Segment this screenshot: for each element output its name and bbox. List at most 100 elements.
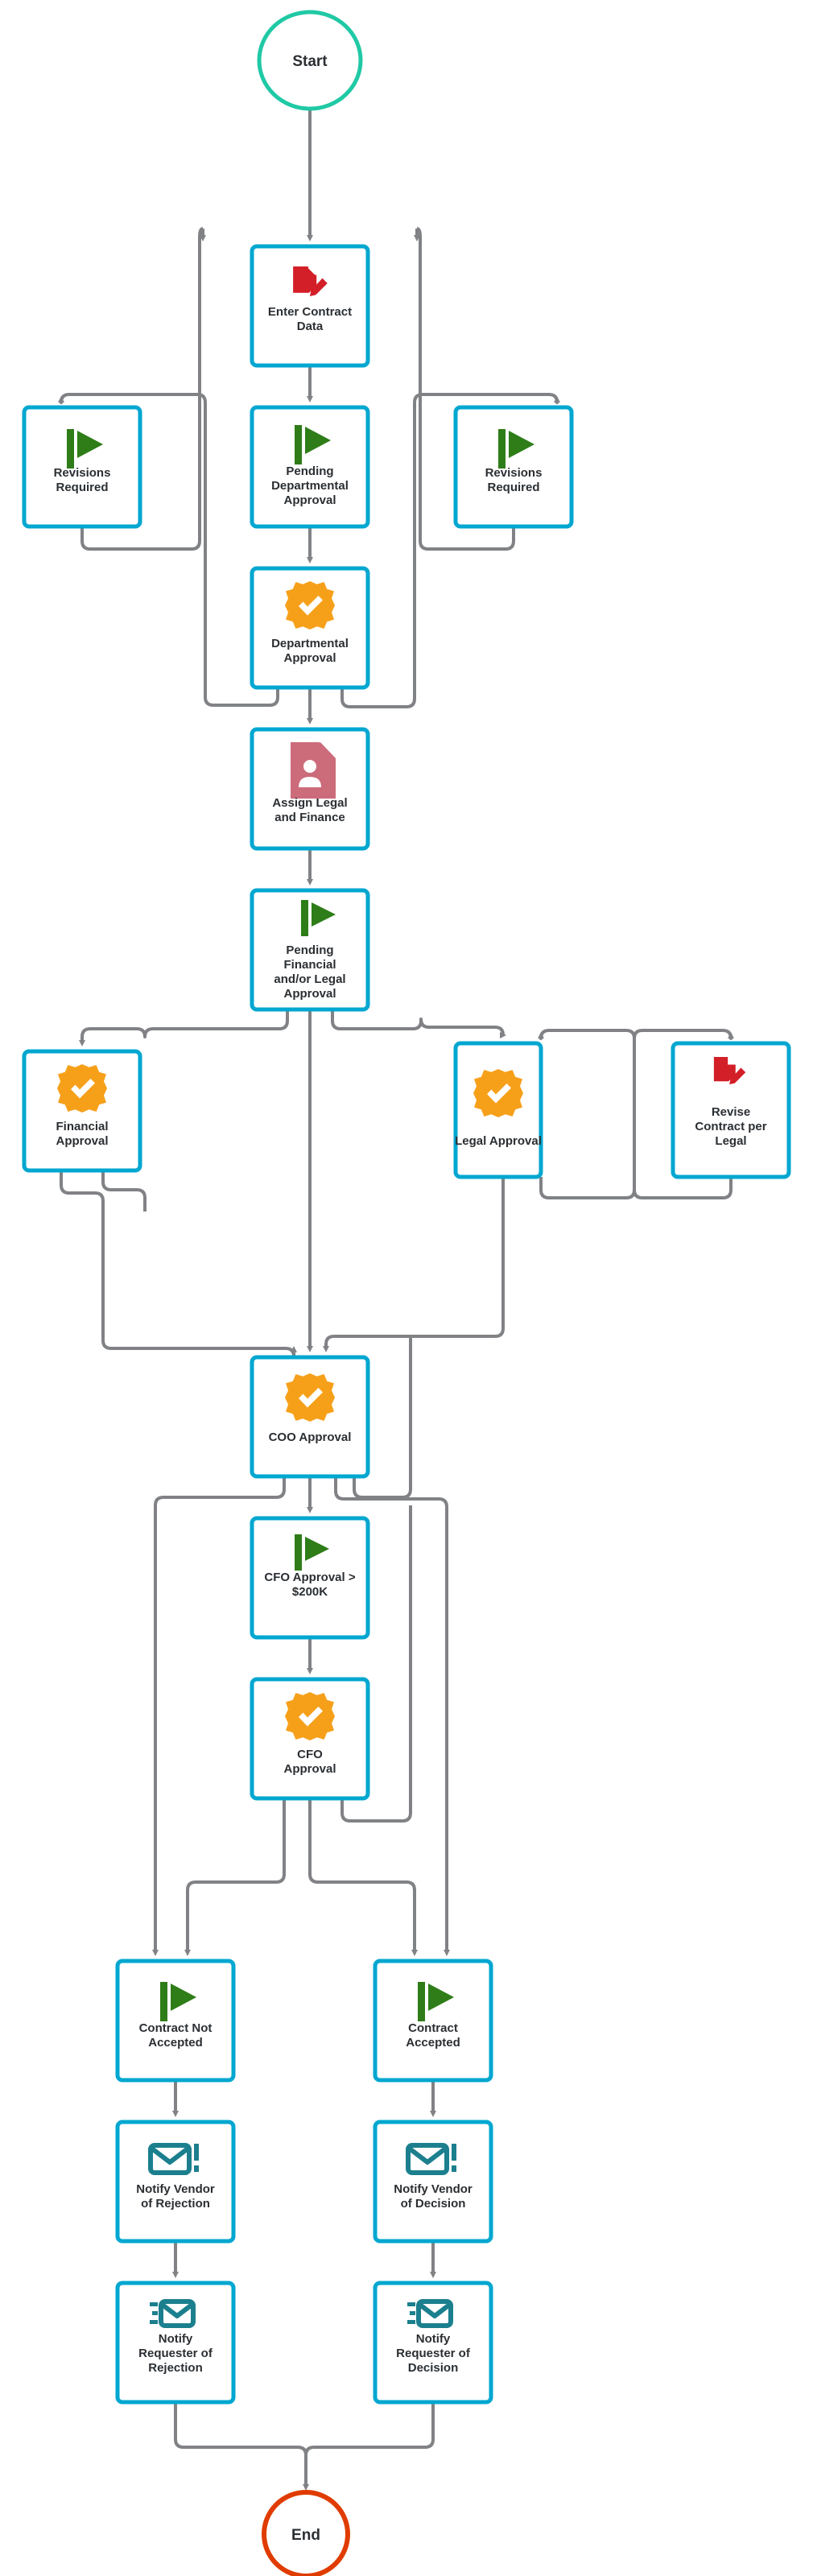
end-node-label: End: [291, 2527, 320, 2544]
edge-pending-financial-to-financial-approval: [79, 1009, 289, 1046]
node-pending-departmental-approval[interactable]: Pending Departmental Approval: [250, 405, 370, 529]
node-notify-requester-of-rejection[interactable]: Notify Requester of Rejection: [115, 2281, 236, 2405]
node-financial-approval[interactable]: Financial Approval: [22, 1049, 142, 1173]
flag-icon: [301, 900, 336, 936]
node-notify-vendor-of-rejection[interactable]: Notify Vendor of Rejection: [115, 2120, 236, 2244]
node-label: Decision: [408, 2361, 459, 2375]
node-notify-vendor-of-decision[interactable]: Notify Vendor of Decision: [373, 2120, 493, 2244]
edge-financial-approval-to-coo: [60, 1170, 297, 1358]
node-label: and/or Legal: [274, 972, 345, 986]
node-label: Legal Approval: [455, 1134, 542, 1148]
node-label: Approval: [283, 651, 336, 665]
node-assign-legal-and-finance[interactable]: Assign Legal and Finance: [250, 727, 370, 851]
edge-cfo-to-contract-not-accepted: [184, 1798, 286, 1956]
edge-departmental-to-revisions-left: [58, 393, 279, 707]
flag-icon: [67, 429, 103, 469]
flag-icon: [498, 429, 534, 469]
node-label: and Finance: [274, 811, 345, 824]
node-contract-accepted[interactable]: Contract Accepted: [373, 1959, 493, 2083]
node-label: Enter Contract: [268, 305, 352, 319]
node-label: Revise: [712, 1105, 750, 1119]
edge-legal-approval-to-coo: [323, 1177, 505, 1352]
node-label: Requester of: [396, 2347, 471, 2360]
node-label: of Rejection: [141, 2197, 210, 2211]
node-label: CFO Approval >: [264, 1571, 355, 1584]
node-label: Pending: [286, 943, 333, 957]
node-label: Notify: [416, 2332, 451, 2346]
node-label: Departmental: [271, 637, 349, 650]
node-label: CFO: [297, 1748, 323, 1761]
node-label: Notify: [159, 2332, 193, 2346]
edge-cfo-to-contract-accepted: [308, 1798, 418, 1956]
edge-layer: [58, 108, 734, 2491]
node-label: COO Approval: [269, 1430, 352, 1444]
node-label: Financial: [56, 1120, 108, 1133]
flag-icon: [295, 1534, 329, 1571]
node-label: Required: [56, 481, 108, 494]
node-label: Contract per: [695, 1120, 766, 1133]
node-cfo-approval-threshold[interactable]: CFO Approval > $200K: [250, 1516, 370, 1640]
node-label: Data: [297, 320, 324, 333]
badge-check-icon: [285, 581, 335, 630]
edge-departmental-to-revisions-right: [340, 393, 560, 708]
edge-coo-outer-rail: [353, 1336, 412, 1499]
badge-check-icon: [285, 1373, 335, 1422]
node-label: Accepted: [406, 2036, 460, 2050]
node-label: Approval: [56, 1134, 108, 1148]
node-revisions-required-left[interactable]: Revisions Required: [22, 405, 142, 529]
edge-notify-requester-rejection-to-end: [174, 2402, 309, 2491]
node-enter-contract-data[interactable]: Enter Contract Data: [250, 244, 370, 368]
edge-revisions-right-path: [416, 227, 515, 551]
envelope-alert-icon: [148, 2143, 199, 2175]
node-cfo-approval[interactable]: CFO Approval: [250, 1677, 370, 1801]
node-label: Approval: [283, 1762, 336, 1776]
node-legal-approval[interactable]: Legal Approval: [453, 1041, 543, 1179]
flag-icon: [418, 1982, 454, 2021]
node-label: of Decision: [401, 2197, 466, 2211]
node-departmental-approval[interactable]: Departmental Approval: [250, 566, 370, 690]
node-label: Pending: [286, 464, 333, 478]
edge-coo-to-contract-not-accepted: [152, 1476, 286, 1956]
node-label: Legal: [715, 1134, 746, 1148]
node-label: Financial: [283, 958, 336, 972]
node-revise-contract-per-legal[interactable]: Revise Contract per Legal: [671, 1041, 791, 1179]
node-label: Required: [487, 481, 539, 494]
end-node[interactable]: End: [262, 2490, 350, 2576]
document-person-icon: [291, 742, 336, 799]
node-label: Contract Not: [139, 2021, 213, 2035]
envelope-send-icon: [407, 2299, 453, 2328]
start-node-label: Start: [292, 53, 328, 70]
node-label: Revisions: [54, 466, 111, 480]
node-revisions-required-right[interactable]: Revisions Required: [453, 405, 574, 529]
edge-financial-approval-loop: [101, 1170, 147, 1212]
node-notify-requester-of-decision[interactable]: Notify Requester of Decision: [373, 2281, 493, 2405]
node-label: Approval: [283, 493, 336, 507]
start-node[interactable]: Start: [257, 10, 363, 111]
badge-check-icon: [285, 1692, 335, 1740]
envelope-send-icon: [150, 2299, 196, 2328]
edge-pending-financial-to-legal-approval: [331, 1009, 506, 1038]
node-label: Accepted: [148, 2036, 203, 2050]
document-edit-icon: [293, 266, 328, 296]
node-label: Notify Vendor: [394, 2182, 473, 2196]
edge-cfo-back-to-coo-rail: [340, 1505, 412, 1823]
node-label: Contract: [408, 2021, 458, 2035]
edge-revisions-left-path: [80, 227, 204, 551]
node-label: Notify Vendor: [136, 2182, 215, 2196]
node-label: Rejection: [148, 2361, 203, 2375]
node-label: Requester of: [138, 2347, 213, 2360]
node-label: Revisions: [485, 466, 543, 480]
flag-icon: [160, 1982, 196, 2021]
node-label: Departmental: [271, 479, 349, 493]
edge-notify-requester-decision-to-end: [304, 2402, 435, 2487]
node-contract-not-accepted[interactable]: Contract Not Accepted: [115, 1959, 236, 2083]
node-label: Assign Legal: [272, 796, 347, 810]
badge-check-icon: [473, 1069, 523, 1117]
edge-revise-contract-to-legal: [538, 1029, 733, 1199]
node-coo-approval[interactable]: COO Approval: [250, 1355, 370, 1479]
node-label: $200K: [292, 1585, 328, 1599]
flag-icon: [295, 425, 331, 464]
badge-check-icon: [57, 1064, 107, 1113]
node-pending-financial-legal-approval[interactable]: Pending Financial and/or Legal Approval: [250, 888, 370, 1012]
